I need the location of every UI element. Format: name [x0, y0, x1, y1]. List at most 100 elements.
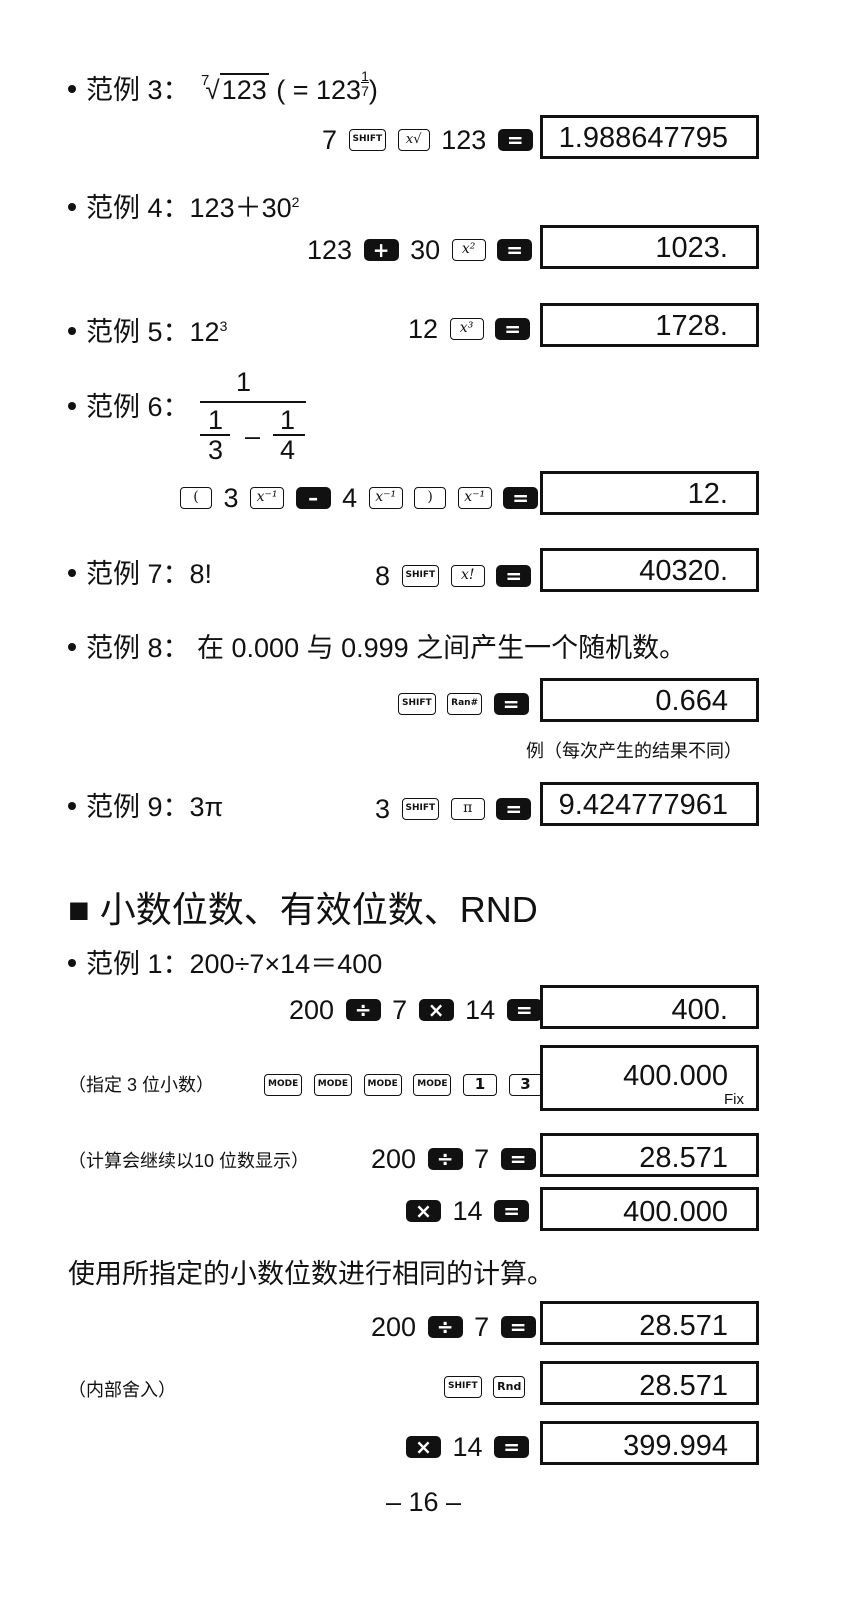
round-note: （内部舍入）	[68, 1380, 176, 1400]
example-label: 范例 1：200÷7×14＝400	[86, 949, 383, 979]
rnd-key[interactable]: Rnd	[493, 1375, 526, 1398]
sub-denominator: 3	[208, 435, 224, 465]
example-6-heading: 范例 6：	[68, 391, 190, 423]
example-8-heading: 范例 8： 在 0.000 与 0.999 之间产生一个随机数。	[68, 632, 686, 664]
digit: 14	[452, 1195, 483, 1226]
square-key[interactable]: x²	[451, 238, 486, 261]
shift-key[interactable]: SHIFT	[348, 128, 387, 151]
digit: 7	[474, 1143, 490, 1174]
root-key[interactable]: x√	[397, 128, 430, 151]
expression: 123＋30	[189, 193, 292, 223]
equals-key[interactable]: =	[496, 797, 532, 820]
display-ex5: 1728.	[540, 303, 759, 347]
minus-sign: –	[245, 421, 261, 451]
close-paren-key[interactable]: )	[414, 486, 447, 509]
equals-key[interactable]: =	[495, 317, 531, 340]
equals-key[interactable]: =	[497, 238, 533, 261]
open-paren-key[interactable]: (	[180, 486, 212, 509]
bullet	[68, 202, 76, 211]
display-value: 1023.	[655, 232, 728, 264]
display-28571-a: 28.571	[540, 1133, 759, 1177]
equals-key[interactable]: =	[503, 486, 539, 509]
three-key[interactable]: 3	[508, 1073, 543, 1096]
equals-key[interactable]: =	[493, 692, 529, 715]
multiply-key[interactable]: ×	[418, 998, 454, 1021]
digit: 14	[452, 1431, 483, 1462]
divide-key[interactable]: ÷	[427, 1147, 463, 1170]
example-label: 范例 9：3π	[86, 792, 224, 822]
shift-key[interactable]: SHIFT	[401, 797, 440, 820]
plus-key[interactable]: +	[363, 238, 399, 261]
display-value: 9.424777961	[558, 789, 728, 821]
cube-key[interactable]: x³	[449, 317, 484, 340]
sub-numerator: 1	[280, 405, 296, 435]
digit: 3	[223, 482, 239, 513]
digit: 14	[465, 994, 496, 1025]
divide-key[interactable]: ÷	[345, 998, 381, 1021]
display-value: 1728.	[655, 310, 728, 342]
minus-key[interactable]: –	[295, 486, 331, 509]
calc-keystrokes-4: 200 ÷ 7 =	[369, 1310, 538, 1342]
section-example-1-heading: 范例 1：200÷7×14＝400	[68, 948, 382, 980]
sub-fraction-bar	[200, 434, 230, 436]
display-ex6: 12.	[540, 471, 759, 515]
round-keystrokes: SHIFT Rnd	[442, 1370, 527, 1400]
mode-key[interactable]: MODE	[313, 1073, 352, 1096]
digit: 30	[410, 234, 441, 265]
multiply-key[interactable]: ×	[406, 1435, 441, 1458]
display-28571-b: 28.571	[540, 1301, 759, 1345]
example-3-keystrokes: 7 SHIFT x√ 123 =	[320, 123, 535, 155]
reciprocal-key[interactable]: x⁻¹	[250, 486, 285, 509]
mode-key[interactable]: MODE	[413, 1073, 452, 1096]
pi-key[interactable]: π	[450, 797, 485, 820]
shift-key[interactable]: SHIFT	[398, 692, 436, 715]
reciprocal-key[interactable]: x⁻¹	[457, 486, 492, 509]
digit: 200	[371, 1143, 417, 1174]
display-value: 399.994	[623, 1430, 728, 1462]
calc-keystrokes-1: 200 ÷ 7 × 14 =	[287, 993, 544, 1025]
equals-key[interactable]: =	[496, 564, 532, 587]
bullet	[68, 568, 76, 577]
one-key[interactable]: 1	[463, 1073, 497, 1096]
display-fix: 400.000 Fix	[540, 1045, 759, 1111]
mode-key[interactable]: MODE	[363, 1073, 402, 1096]
display-ex4: 1023.	[540, 225, 759, 269]
display-value: 28.571	[639, 1142, 728, 1174]
display-400: 400.	[540, 985, 759, 1029]
fix-indicator: Fix	[724, 1091, 744, 1108]
exp-num: 1	[361, 67, 369, 84]
display-value: 400.000	[623, 1060, 728, 1092]
sub-denominator: 4	[280, 435, 296, 465]
shift-key[interactable]: SHIFT	[444, 1375, 482, 1398]
divide-key[interactable]: ÷	[427, 1315, 463, 1338]
multiply-key[interactable]: ×	[406, 1199, 441, 1222]
digit: 7	[392, 994, 408, 1025]
shift-key[interactable]: SHIFT	[401, 564, 440, 587]
equals-key[interactable]: =	[500, 1315, 536, 1338]
section-square-icon: ■	[68, 889, 90, 930]
equals-key[interactable]: =	[497, 128, 533, 151]
display-value: 40320.	[639, 555, 728, 587]
reciprocal-key[interactable]: x⁻¹	[368, 486, 403, 509]
radical-sign: √	[205, 75, 220, 105]
digit: 4	[342, 482, 358, 513]
bullet	[68, 401, 76, 410]
equals-key[interactable]: =	[494, 1435, 530, 1458]
example-label: 范例 3：	[86, 75, 190, 105]
equals-key[interactable]: =	[494, 1199, 530, 1222]
fraction-numerator: 1	[236, 367, 252, 397]
equals-key[interactable]: =	[506, 998, 542, 1021]
close-paren: )	[368, 75, 378, 105]
digit: 12	[408, 313, 439, 344]
random-key[interactable]: Ran#	[447, 692, 483, 715]
mode-key[interactable]: MODE	[264, 1073, 303, 1096]
display-value: 28.571	[639, 1310, 728, 1342]
example-label: 范例 6：	[86, 392, 190, 422]
equals-key[interactable]: =	[500, 1147, 536, 1170]
digit: 123	[441, 124, 487, 155]
root-index: 7	[201, 72, 210, 89]
factorial-key[interactable]: x!	[450, 564, 485, 587]
digit: 7	[474, 1311, 490, 1342]
exponent: 3	[219, 318, 228, 334]
